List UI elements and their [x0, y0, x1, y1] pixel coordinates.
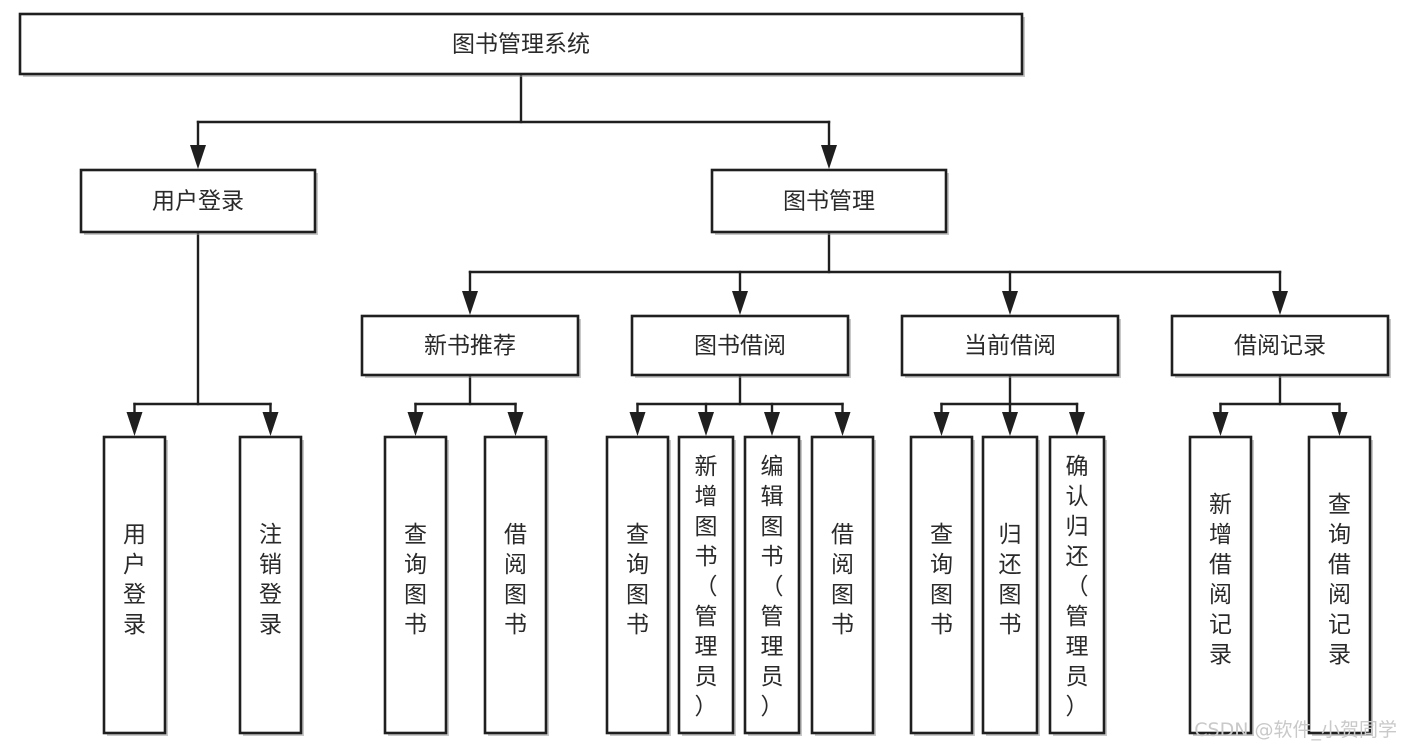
node-box: [710, 168, 948, 234]
node-box: [383, 435, 448, 735]
node-borrow-record[interactable]: 借阅记录: [1170, 314, 1391, 378]
node-label: 借阅图书: [831, 522, 854, 638]
arrow-head-icon: [1212, 412, 1229, 436]
node-box: [18, 12, 1024, 76]
node-label: 确认归还（管理员）: [1066, 454, 1089, 720]
node-label: 图书管理系统: [452, 32, 590, 58]
arrow-head-icon: [126, 412, 143, 436]
node-box: [102, 435, 167, 735]
arrow-head-icon: [1069, 412, 1085, 436]
arrow-head-icon: [1002, 291, 1018, 315]
arrow-head-icon: [190, 145, 206, 169]
arrow-head-icon: [407, 412, 424, 436]
arrow-head-icon: [262, 412, 279, 436]
arrow-head-icon: [629, 412, 646, 436]
arrow-head-icon: [1331, 412, 1348, 436]
arrow-head-icon: [764, 412, 780, 436]
nodes-layer: 图书管理系统用户登录图书管理新书推荐图书借阅当前借阅借阅记录用户登录注销登录查询…: [18, 12, 1391, 736]
node-label: 注销登录: [259, 522, 282, 638]
node-box: [743, 435, 801, 735]
node-label: 查询图书: [626, 522, 649, 638]
node-label: 新增借阅记录: [1209, 492, 1232, 668]
node-box: [1048, 435, 1106, 735]
node-leaf-add-record[interactable]: 新增借阅记录: [1188, 435, 1254, 736]
node-box: [483, 435, 548, 735]
arrow-head-icon: [933, 412, 950, 436]
node-box: [909, 435, 974, 735]
node-label: 归还图书: [999, 522, 1022, 638]
node-leaf-borrow-book-1[interactable]: 借阅图书: [483, 435, 549, 736]
node-leaf-add-book[interactable]: 新增图书（管理员）: [677, 435, 736, 736]
edge-group-user-login: [126, 230, 279, 436]
node-box: [677, 435, 735, 735]
node-leaf-query-record[interactable]: 查询借阅记录: [1307, 435, 1373, 736]
edge-group-root: [190, 72, 837, 169]
node-label: 编辑图书（管理员）: [761, 454, 784, 720]
arrow-head-icon: [1272, 291, 1288, 315]
node-leaf-borrow-book-2[interactable]: 借阅图书: [810, 435, 876, 736]
arrow-head-icon: [462, 291, 478, 315]
arrow-head-icon: [507, 412, 524, 436]
arrow-head-icon: [1002, 412, 1018, 436]
node-leaf-user-login[interactable]: 用户登录: [102, 435, 168, 736]
node-label: 图书管理: [783, 189, 875, 215]
node-box: [1307, 435, 1372, 735]
node-book-borrow[interactable]: 图书借阅: [630, 314, 851, 378]
node-box: [360, 314, 580, 377]
arrow-head-icon: [821, 145, 837, 169]
node-leaf-logout[interactable]: 注销登录: [238, 435, 304, 736]
node-current-borrow[interactable]: 当前借阅: [900, 314, 1121, 378]
node-label: 查询图书: [930, 522, 953, 638]
edge-group-book-borrow: [629, 373, 851, 436]
csdn-watermark: CSDN @软件_小贺同学: [1194, 719, 1397, 741]
arrow-head-icon: [834, 412, 851, 436]
edges-layer: [126, 72, 1348, 436]
edge-group-borrow-record: [1212, 373, 1348, 436]
node-box: [79, 168, 317, 234]
node-box: [605, 435, 670, 735]
node-leaf-edit-book[interactable]: 编辑图书（管理员）: [743, 435, 802, 736]
node-box: [810, 435, 875, 735]
node-box: [1188, 435, 1253, 735]
edge-group-current-borrow: [933, 373, 1085, 436]
node-box: [238, 435, 303, 735]
node-label: 图书借阅: [694, 333, 786, 359]
node-box: [630, 314, 850, 377]
node-label: 查询图书: [404, 522, 427, 638]
node-label: 用户登录: [123, 522, 146, 638]
node-label: 新书推荐: [424, 333, 516, 359]
node-user-login[interactable]: 用户登录: [79, 168, 318, 235]
node-leaf-query-book-1[interactable]: 查询图书: [383, 435, 449, 736]
node-leaf-query-book-3[interactable]: 查询图书: [909, 435, 975, 736]
node-box: [900, 314, 1120, 377]
arrow-head-icon: [698, 412, 714, 436]
node-root[interactable]: 图书管理系统: [18, 12, 1025, 77]
node-label: 当前借阅: [964, 333, 1056, 359]
node-label: 新增图书（管理员）: [695, 454, 718, 720]
node-book-manage[interactable]: 图书管理: [710, 168, 949, 235]
node-label: 借阅图书: [504, 522, 527, 638]
node-leaf-query-book-2[interactable]: 查询图书: [605, 435, 671, 736]
edge-group-new-book-rec: [407, 373, 524, 436]
node-leaf-confirm-return[interactable]: 确认归还（管理员）: [1048, 435, 1107, 736]
node-label: 借阅记录: [1234, 333, 1326, 359]
node-label: 查询借阅记录: [1328, 492, 1351, 668]
node-box: [981, 435, 1039, 735]
node-box: [1170, 314, 1390, 377]
node-label: 用户登录: [152, 189, 244, 215]
node-new-book-rec[interactable]: 新书推荐: [360, 314, 581, 378]
edge-group-book-manage: [462, 230, 1288, 315]
node-leaf-return-book[interactable]: 归还图书: [981, 435, 1040, 736]
arrow-head-icon: [732, 291, 748, 315]
